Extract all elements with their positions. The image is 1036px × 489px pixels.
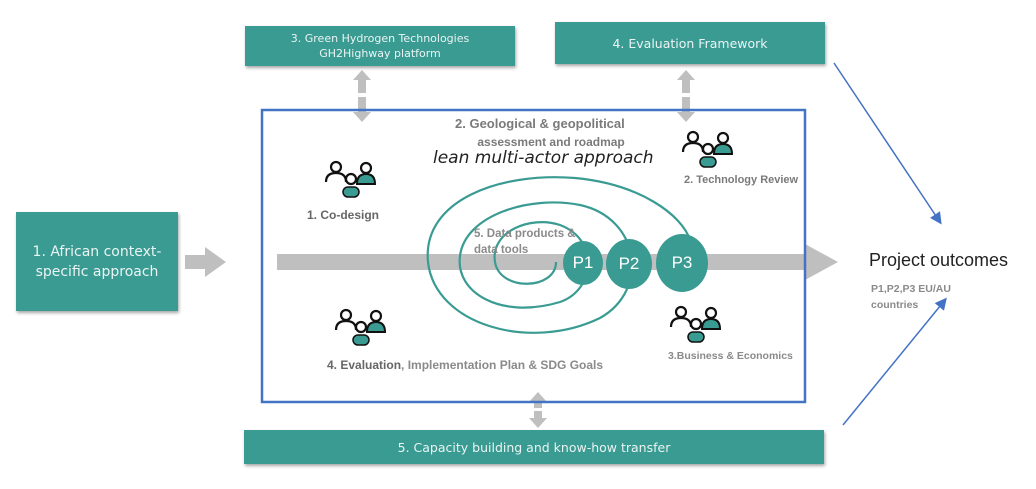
data-products-label: 5. Data products & data tools	[474, 226, 576, 258]
box-green-hydrogen-line1: 3. Green Hydrogen Technologies	[290, 32, 470, 45]
geological-line1: 2. Geological & geopolitical	[455, 116, 625, 131]
box-capacity-building-label: 5. Capacity building and know-how transf…	[397, 439, 671, 455]
business-label: 3.Business & Economics	[668, 350, 793, 362]
box-african-approach-label: 1. African context-specific approach	[32, 243, 162, 280]
geological-line2: assessment and roadmap	[477, 135, 625, 149]
evaluation-label: 4. Evaluation, Implementation Plan & SDG…	[327, 358, 603, 372]
people-icon-tech-review	[681, 130, 734, 168]
evaluation-bold: 4. Evaluation	[327, 358, 402, 372]
project-outcomes-sub: P1,P2,P3 EU/AU countries	[871, 281, 951, 313]
codesign-label: 1. Co-design	[307, 208, 380, 222]
data-products-line1: 5. Data products &	[474, 228, 576, 240]
spiral	[426, 176, 692, 334]
evaluation-rest: , Implementation Plan & SDG Goals	[401, 358, 604, 372]
box-green-hydrogen-line2: GH2Highway platform	[319, 47, 441, 60]
geological-label: 2. Geological & geopolitical assessment …	[455, 114, 625, 152]
project-outcomes-line2: countries	[871, 299, 919, 311]
double-arrow-evaluation	[677, 70, 695, 122]
double-arrow-capacity	[529, 392, 547, 428]
box-african-approach: 1. African context-specific approach	[16, 212, 178, 311]
double-arrow-gh2	[353, 70, 371, 122]
box-evaluation-framework-label: 4. Evaluation Framework	[612, 35, 768, 51]
box-green-hydrogen: 3. Green Hydrogen Technologies GH2Highwa…	[245, 26, 515, 66]
box-evaluation-framework: 4. Evaluation Framework	[555, 22, 825, 64]
phase-p1: P1	[563, 241, 603, 285]
tech-review-label: 2. Technology Review	[684, 174, 799, 186]
phase-p2: P2	[606, 239, 652, 289]
lean-approach-label: lean multi-actor approach	[433, 148, 654, 168]
phase-p3: P3	[656, 234, 708, 292]
project-outcomes-line1: P1,P2,P3 EU/AU	[871, 283, 951, 295]
evaluation-to-outcome-arrow	[833, 62, 942, 225]
input-arrow	[185, 247, 226, 277]
capacity-to-outcome-arrow	[842, 297, 947, 426]
data-products-line2: data tools	[474, 244, 529, 256]
people-icon-business	[669, 305, 722, 343]
box-capacity-building: 5. Capacity building and know-how transf…	[244, 430, 824, 464]
multi-actor-frame	[260, 108, 807, 404]
people-icon-evaluation	[334, 308, 387, 346]
project-outcomes-title: Project outcomes	[869, 250, 1009, 270]
people-icon-codesign	[324, 160, 377, 198]
